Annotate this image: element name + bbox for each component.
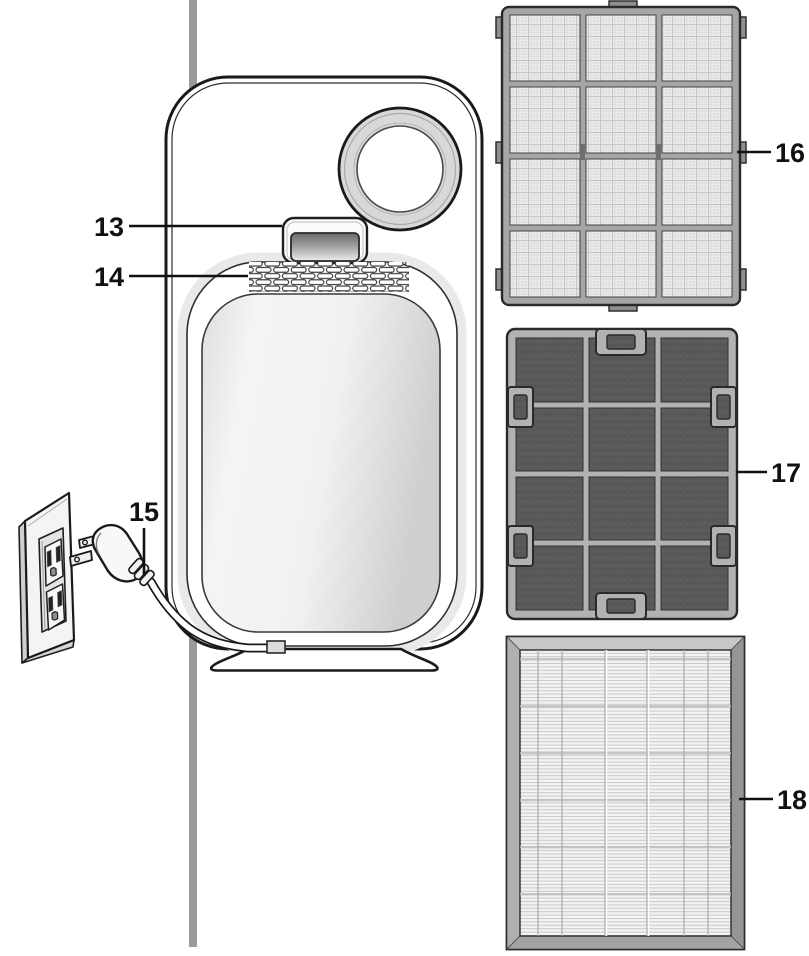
callout-label-18: 18 bbox=[777, 785, 807, 815]
air-vent-grille bbox=[249, 262, 409, 292]
power-plug bbox=[69, 523, 155, 587]
hepa-pleat-bands bbox=[520, 650, 731, 936]
callout-label-16: 16 bbox=[775, 138, 805, 168]
pre-filter-clip-mark bbox=[656, 144, 661, 160]
pre-filter bbox=[495, 0, 747, 312]
carbon-filter bbox=[505, 327, 739, 621]
hepa-filter bbox=[505, 635, 746, 951]
hepa-frame-bevels bbox=[506, 636, 745, 950]
pre-filter-mesh-cells bbox=[509, 14, 733, 298]
outlet-upper-socket bbox=[44, 538, 64, 587]
cord-clip bbox=[266, 640, 286, 654]
wall-outlet bbox=[18, 491, 76, 664]
base-stand bbox=[209, 647, 439, 672]
air-purifier-body bbox=[164, 75, 484, 656]
carry-handle bbox=[281, 216, 369, 265]
carbon-filter-handles bbox=[595, 328, 647, 620]
outlet-lower-socket bbox=[45, 583, 66, 631]
carbon-filter-side-clips bbox=[507, 386, 737, 567]
rear-panel bbox=[201, 293, 441, 633]
callout-label-15: 15 bbox=[129, 497, 159, 527]
callout-label-14: 14 bbox=[94, 262, 124, 292]
fan-outlet-ring bbox=[337, 106, 463, 232]
power-cord bbox=[146, 577, 277, 653]
callouts: 13 14 15 16 17 18 bbox=[94, 138, 807, 815]
pre-filter-clip-mark bbox=[580, 144, 585, 160]
callout-label-13: 13 bbox=[94, 212, 124, 242]
callout-label-17: 17 bbox=[771, 458, 801, 488]
